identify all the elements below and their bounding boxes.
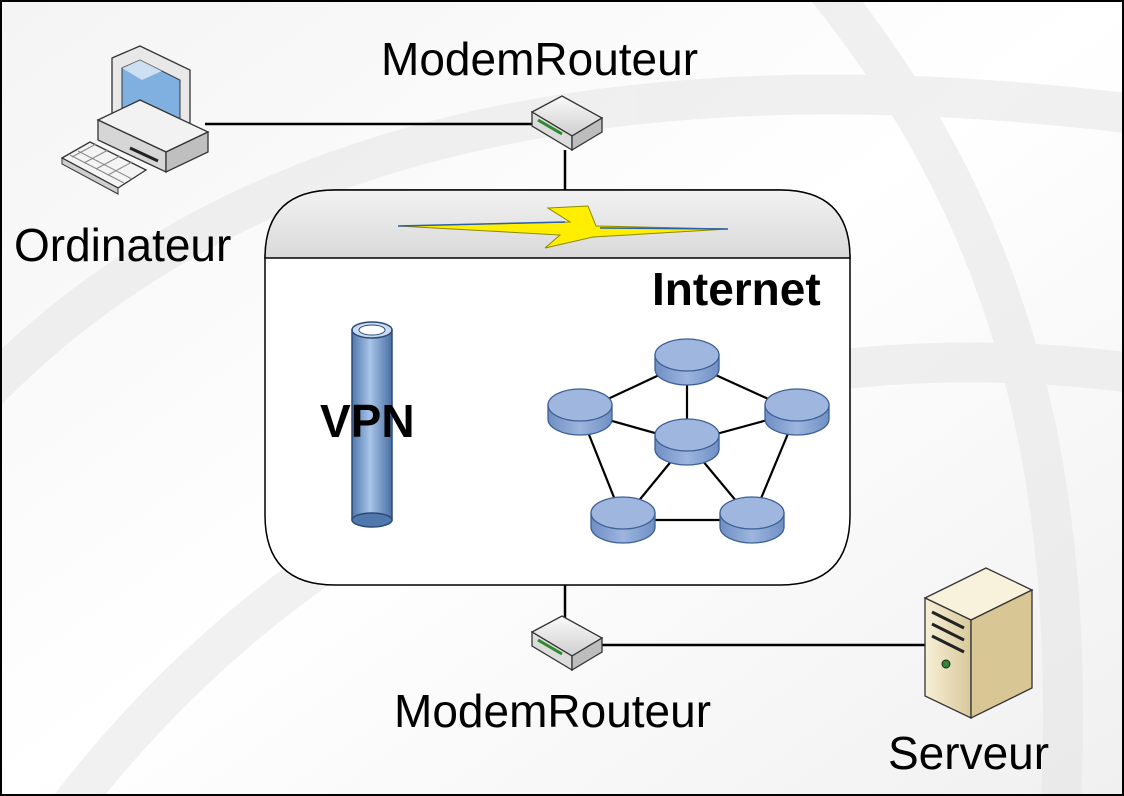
lightning-bolt-icon (397, 205, 729, 249)
server-label: Serveur (888, 727, 1050, 779)
computer-icon (60, 45, 210, 195)
network-node-icon (654, 338, 720, 386)
router-bottom-label: ModemRouteur (394, 685, 712, 737)
router-top-label: ModemRouteur (381, 33, 699, 85)
vpn-tunnel-icon (351, 321, 393, 528)
internet-cloud (264, 189, 851, 586)
network-node-icon (547, 388, 613, 436)
vpn-label: VPN (320, 395, 415, 447)
network-node-icon (764, 388, 830, 436)
server-icon (923, 567, 1034, 720)
internet-mesh (547, 338, 830, 544)
computer-label: Ordinateur (14, 219, 232, 271)
network-node-icon (719, 496, 785, 544)
network-node-icon (654, 418, 720, 466)
router-bottom-icon (530, 615, 604, 672)
internet-label: Internet (652, 263, 821, 315)
network-node-icon (590, 496, 656, 544)
router-top-icon (530, 95, 604, 152)
